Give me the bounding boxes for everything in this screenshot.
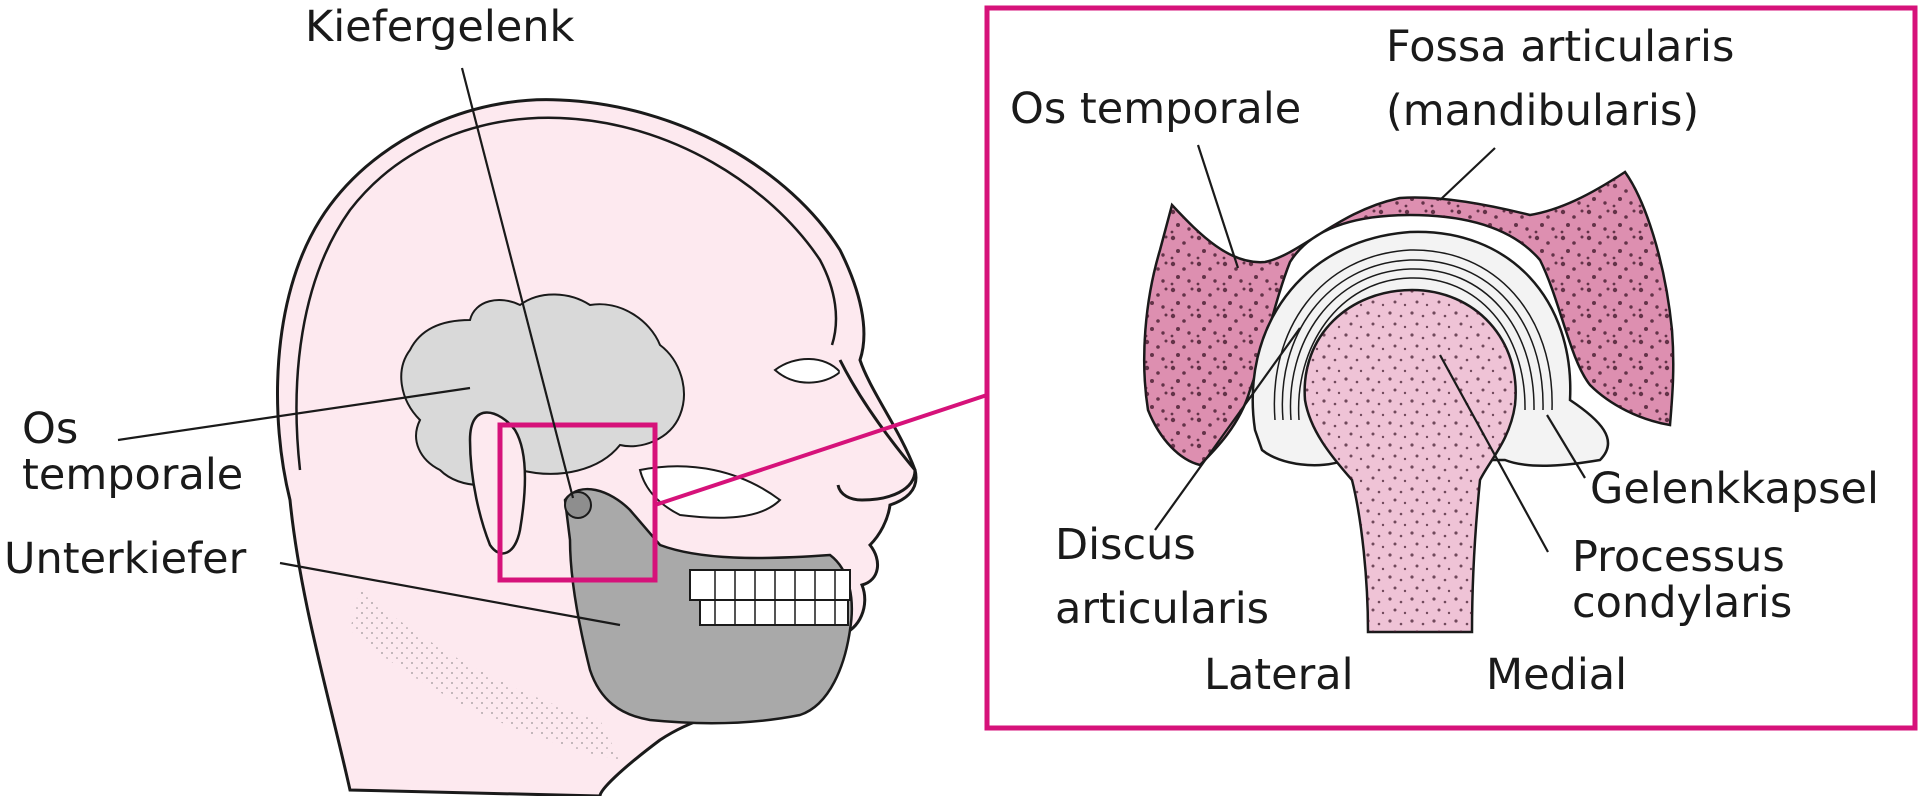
cheekbone <box>638 465 782 519</box>
os-temporale-stipple <box>1144 172 1674 465</box>
label-gelenkkapsel: Gelenkkapsel <box>1590 464 1879 514</box>
leader-os-temporale-left <box>117 386 471 442</box>
label-discus-line1: Discus <box>1055 520 1196 570</box>
label-lateral: Lateral <box>1204 650 1354 700</box>
leader-discus <box>1154 327 1301 531</box>
skull-inner-outline <box>295 116 838 471</box>
head-illustration <box>276 98 918 796</box>
label-kiefergelenk: Kiefergelenk <box>305 2 575 52</box>
leader-unterkiefer <box>279 561 621 627</box>
teeth-lines <box>714 570 836 625</box>
label-fossa-line1: Fossa articularis <box>1386 22 1735 72</box>
upper-teeth <box>689 569 851 601</box>
tmj-cross-section <box>1142 170 1675 634</box>
detail-connector-line <box>654 393 988 507</box>
label-os-temporale-head-line1: Os <box>22 404 79 454</box>
tmj-joint-marker <box>564 491 592 519</box>
discus-articularis-layers <box>1273 249 1553 421</box>
lower-teeth <box>699 599 849 626</box>
detail-highlight-box <box>497 422 658 583</box>
label-unterkiefer: Unterkiefer <box>4 534 247 584</box>
leader-fossa <box>1439 147 1496 201</box>
leader-kiefergelenk <box>460 67 575 499</box>
label-processus-line2: condylaris <box>1572 578 1793 628</box>
leader-os-temporale-detail <box>1196 144 1240 269</box>
label-discus-line2: articularis <box>1055 584 1270 634</box>
label-os-temporale-head-line2: temporale <box>22 450 244 500</box>
processus-condylaris-stipple <box>1304 290 1516 632</box>
neck-shadow <box>350 590 620 760</box>
leader-processus <box>1439 354 1549 553</box>
label-os-temporale-detail: Os temporale <box>1010 84 1302 134</box>
label-fossa-line2: (mandibularis) <box>1386 86 1700 136</box>
leader-lines <box>117 67 1586 627</box>
label-processus-line1: Processus <box>1572 532 1785 582</box>
leader-gelenkkapsel <box>1546 414 1586 479</box>
ear <box>468 411 527 555</box>
label-medial: Medial <box>1486 650 1628 700</box>
